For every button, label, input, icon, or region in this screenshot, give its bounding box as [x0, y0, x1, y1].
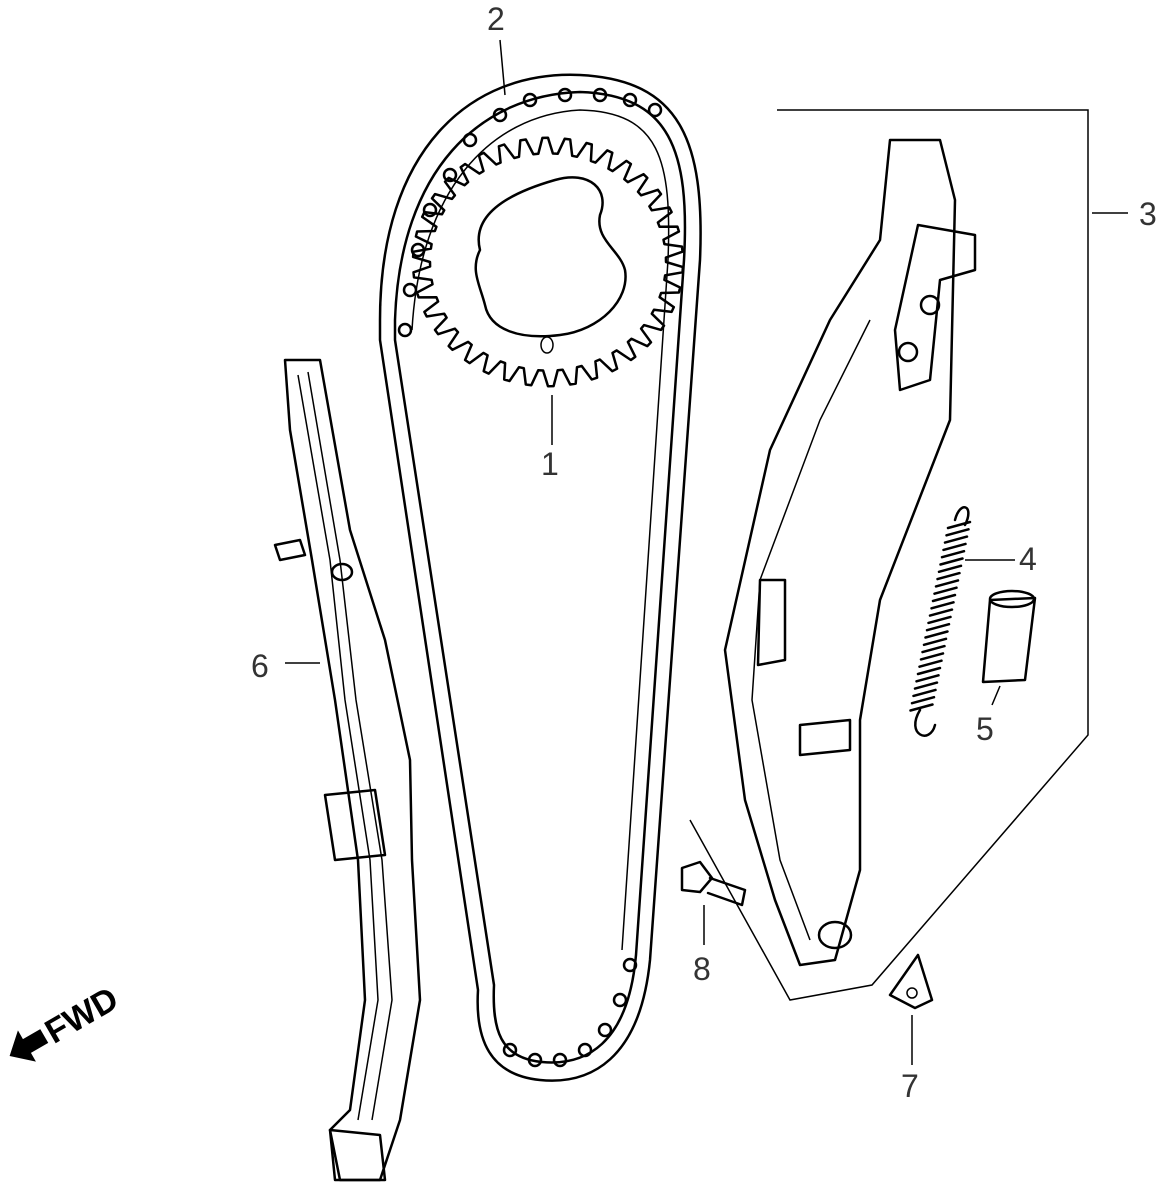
chain-link	[557, 87, 573, 103]
callout-1: 1	[541, 446, 559, 482]
spring-coil	[910, 695, 936, 705]
spring-coil	[925, 622, 951, 632]
spring-coil	[945, 528, 970, 537]
spring-coil	[931, 593, 957, 603]
cam-chain	[378, 73, 702, 1082]
callout-3: 3	[1139, 196, 1157, 232]
spring-coil	[918, 659, 943, 668]
spring-coil	[915, 674, 940, 683]
chain-guide	[273, 358, 422, 1182]
chain-link	[612, 992, 628, 1008]
spring-coil	[928, 608, 954, 617]
chain-link	[592, 87, 608, 103]
chain-link	[622, 92, 638, 108]
spring-coil	[934, 579, 960, 588]
chain-link	[402, 282, 418, 298]
spring-coil	[930, 601, 955, 610]
spring-coil	[937, 564, 963, 574]
spring-coil	[924, 630, 949, 639]
chain-link	[597, 1022, 613, 1038]
callout-4: 4	[1019, 541, 1037, 577]
chain-link	[422, 202, 438, 218]
tensioner-plate	[888, 953, 934, 1010]
chain-link	[492, 107, 508, 123]
callout-8: 8	[693, 951, 711, 987]
spring-coil	[943, 535, 969, 544]
chain-link	[577, 1042, 593, 1058]
spring-coil	[916, 666, 942, 676]
spring-coil	[936, 571, 961, 581]
spring-coil	[933, 586, 958, 595]
spring-coil	[939, 557, 964, 566]
chain-link	[442, 167, 458, 183]
forward-direction-indicator: FWD	[9, 980, 125, 1062]
spring-coil	[940, 549, 966, 559]
spring-coil	[909, 703, 934, 712]
fwd-label: FWD	[39, 980, 125, 1052]
chain-link	[527, 1052, 543, 1068]
chain-link	[622, 957, 638, 973]
chain-link	[397, 322, 413, 338]
leader-lines	[285, 39, 1128, 1065]
spring-coil	[921, 644, 946, 654]
spring-coil	[913, 681, 939, 690]
chain-link	[552, 1052, 568, 1068]
callout-5: 5	[976, 711, 994, 747]
forward-arrow-icon	[9, 1029, 49, 1062]
tensioner-spring	[909, 506, 972, 737]
spring-coil	[919, 652, 945, 661]
tensioner-group-outline	[689, 109, 1089, 1001]
chain-tensioner	[723, 138, 977, 967]
chain-link	[502, 1042, 518, 1058]
spring-coil	[942, 542, 967, 552]
spring-coil	[946, 520, 972, 530]
chain-link	[647, 102, 663, 118]
callout-7: 7	[901, 1068, 919, 1104]
callout-6: 6	[251, 648, 269, 684]
spring-coil	[922, 637, 948, 647]
spring-collar	[981, 589, 1037, 684]
chain-link	[522, 92, 538, 108]
spring-coil	[927, 615, 952, 625]
cam-sprocket	[411, 136, 685, 388]
spring-coil	[912, 688, 937, 698]
callout-2: 2	[487, 1, 505, 37]
chain-link	[462, 132, 478, 148]
flange-bolt	[680, 860, 747, 907]
